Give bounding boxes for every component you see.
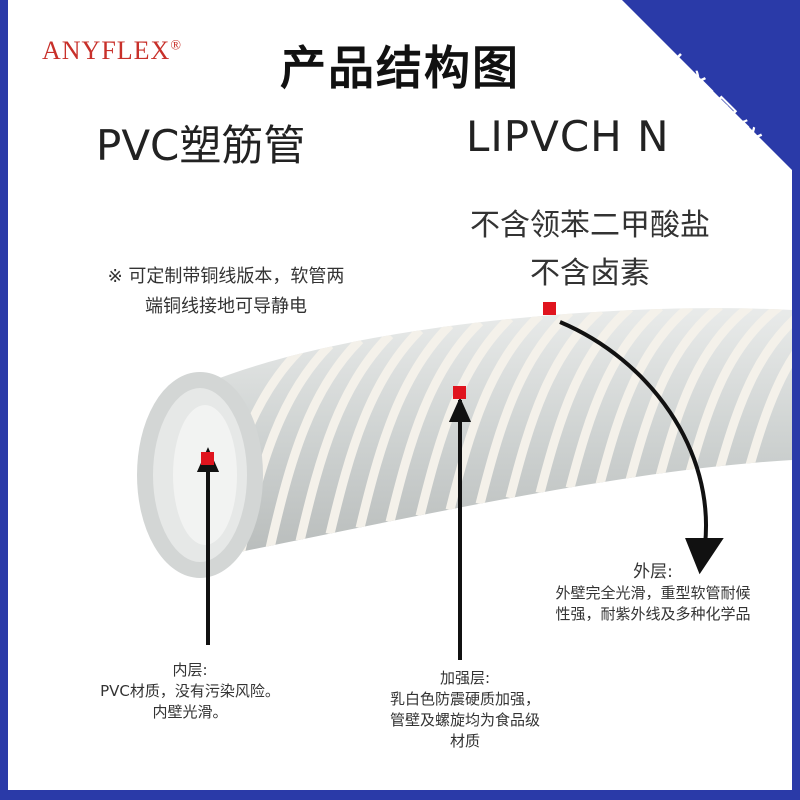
outer-layer-title: 外层: <box>633 562 673 582</box>
registered-mark: ® <box>170 38 182 54</box>
corner-badge <box>622 0 800 178</box>
custom-copper-note: ※ 可定制带铜线版本，软管两 端铜线接地可导静电 <box>66 262 386 322</box>
brand-name: ANYFLEX <box>42 36 171 65</box>
reinforce-layer-line-3: 材质 <box>449 732 480 750</box>
product-code: LIPVCH N <box>466 112 670 161</box>
marker-inner-layer <box>201 452 214 465</box>
product-name: PVC塑筋管 <box>96 121 306 170</box>
page-title: 产品结构图 <box>280 41 520 95</box>
reinforce-layer-label: 加强层: 乳白色防震硬质加强， 管壁及螺旋均为食品级 材质 <box>355 668 575 752</box>
marker-outer-layer <box>543 302 556 315</box>
outer-layer-line-2: 性强，耐紫外线及多种化学品 <box>555 605 751 623</box>
outer-layer-label: 外层: 外壁完全光滑，重型软管耐候 性强，耐紫外线及多种化学品 <box>528 562 778 625</box>
marker-reinforce-layer <box>453 386 466 399</box>
claim-halogen-free: 不含卤素 <box>530 256 650 291</box>
brand-logo: ANYFLEX® <box>42 36 182 66</box>
inner-layer-label: 内层: PVC材质，没有污染风险。 内壁光滑。 <box>60 660 320 723</box>
note-line-2: 端铜线接地可导静电 <box>145 296 307 317</box>
inner-layer-line-1: PVC材质，没有污染风险。 <box>100 682 280 700</box>
callout-arrows <box>196 320 724 660</box>
reinforce-layer-line-1: 乳白色防震硬质加强， <box>389 690 540 708</box>
outer-layer-line-1: 外壁完全光滑，重型软管耐候 <box>555 584 751 602</box>
inner-layer-title: 内层: <box>172 661 208 679</box>
claim-phthalate-free: 不含领苯二甲酸盐 <box>470 208 710 243</box>
inner-layer-line-2: 内壁光滑。 <box>152 703 228 721</box>
hose-inner-wall <box>173 405 237 545</box>
hose-spiral <box>205 308 792 560</box>
note-line-1: ※ 可定制带铜线版本，软管两 <box>107 266 345 287</box>
reinforce-layer-line-2: 管壁及螺旋均为食品级 <box>389 711 540 729</box>
reinforce-layer-title: 加强层: <box>439 669 491 687</box>
